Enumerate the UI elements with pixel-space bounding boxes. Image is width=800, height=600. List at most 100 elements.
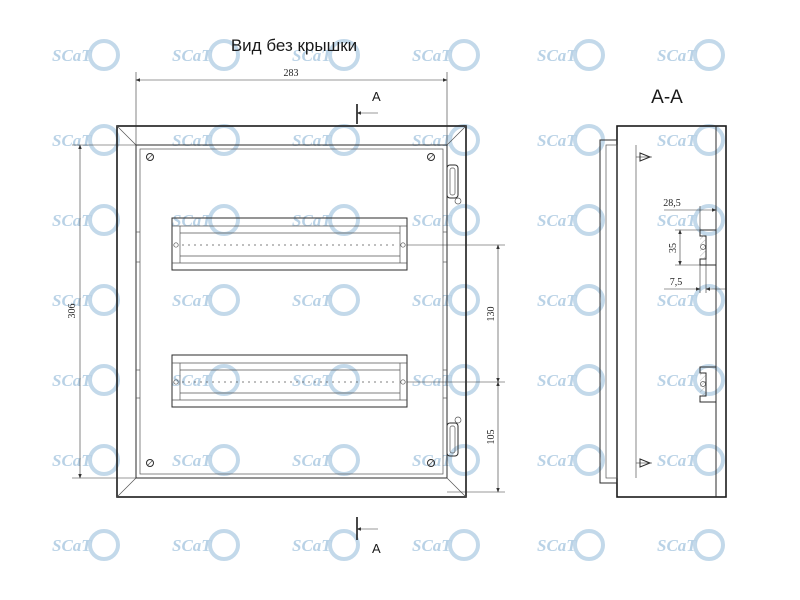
watermark-logo: SCaT	[412, 444, 480, 476]
svg-text:SCaT: SCaT	[172, 451, 212, 470]
watermark-logo: SCaT	[172, 529, 240, 561]
svg-text:SCaT: SCaT	[292, 451, 332, 470]
svg-text:SCaT: SCaT	[52, 291, 92, 310]
watermark-logo: SCaT	[412, 529, 480, 561]
watermark-logo: SCaT	[412, 364, 480, 396]
svg-text:SCaT: SCaT	[537, 46, 577, 65]
svg-text:SCaT: SCaT	[412, 211, 452, 230]
svg-text:SCaT: SCaT	[52, 131, 92, 150]
watermark-logo: SCaT	[657, 39, 725, 71]
watermark-logo: SCaT	[52, 284, 120, 316]
watermark-logo: SCaT	[537, 124, 605, 156]
watermark-logo: SCaT	[657, 364, 725, 396]
svg-text:SCaT: SCaT	[412, 451, 452, 470]
dimension-height: 306	[67, 144, 136, 479]
watermark-logo: SCaT	[537, 444, 605, 476]
svg-text:SCaT: SCaT	[52, 46, 92, 65]
dimension-width: 283	[135, 68, 448, 145]
dim-width-label: 283	[284, 68, 299, 79]
svg-text:SCaT: SCaT	[292, 291, 332, 310]
watermark-logo: SCaT	[52, 444, 120, 476]
watermark-logo: SCaT	[292, 364, 360, 396]
screw-bottom-left	[146, 459, 154, 467]
section-rail-top	[699, 229, 717, 266]
watermark-logo: SCaT	[412, 204, 480, 236]
screw-top-right	[427, 153, 435, 161]
watermark-logo: SCaT	[52, 364, 120, 396]
watermark-logo: SCaT	[657, 284, 725, 316]
watermark-logo: SCaT	[52, 204, 120, 236]
svg-text:SCaT: SCaT	[292, 131, 332, 150]
section-screw-bottom	[636, 458, 652, 468]
dimension-rail-depth: 28,5	[663, 198, 717, 230]
cut-label-bottom: А	[372, 541, 381, 556]
svg-text:SCaT: SCaT	[52, 536, 92, 555]
svg-text:SCaT: SCaT	[657, 451, 697, 470]
svg-text:SCaT: SCaT	[537, 371, 577, 390]
watermark-logo: SCaT	[537, 284, 605, 316]
watermark-logo: SCaT	[292, 39, 360, 71]
section-frame-lip	[599, 139, 618, 484]
watermark-logo: SCaT	[172, 444, 240, 476]
section-rail-bottom	[699, 366, 717, 403]
watermark-logo: SCaT	[657, 124, 725, 156]
svg-text:SCaT: SCaT	[292, 211, 332, 230]
watermark-logo: SCaT	[537, 529, 605, 561]
view-title: Вид без крышки	[231, 36, 357, 55]
svg-text:SCaT: SCaT	[657, 536, 697, 555]
watermark-logo: SCaT	[52, 124, 120, 156]
watermark-logo: SCaT	[412, 39, 480, 71]
watermark-logo: SCaT	[172, 284, 240, 316]
watermark-logo: SCaT	[292, 444, 360, 476]
watermark-logo: SCaT	[172, 124, 240, 156]
svg-text:SCaT: SCaT	[52, 371, 92, 390]
hinge-top	[446, 164, 462, 205]
bevel-top-right	[446, 125, 467, 146]
watermark-logo: SCaT	[52, 529, 120, 561]
watermark-logo: SCaT	[537, 364, 605, 396]
svg-text:SCaT: SCaT	[537, 211, 577, 230]
dimension-rail-height: 35	[668, 229, 700, 266]
svg-text:SCaT: SCaT	[412, 46, 452, 65]
svg-text:SCaT: SCaT	[172, 371, 212, 390]
outer-frame	[116, 125, 467, 498]
svg-text:SCaT: SCaT	[412, 536, 452, 555]
svg-text:SCaT: SCaT	[537, 451, 577, 470]
svg-text:SCaT: SCaT	[172, 131, 212, 150]
svg-text:SCaT: SCaT	[172, 46, 212, 65]
watermark-logo: SCaT	[292, 124, 360, 156]
section-frame-inner	[605, 144, 618, 479]
svg-text:SCaT: SCaT	[657, 371, 697, 390]
dim-rail-offset-label: 7,5	[670, 277, 683, 288]
svg-text:SCaT: SCaT	[292, 46, 332, 65]
watermark-logo: SCaT	[412, 124, 480, 156]
svg-text:SCaT: SCaT	[172, 211, 212, 230]
watermark-logo: SCaT	[657, 529, 725, 561]
svg-text:SCaT: SCaT	[657, 46, 697, 65]
svg-text:SCaT: SCaT	[412, 131, 452, 150]
watermark-logo: SCaT	[657, 444, 725, 476]
svg-text:SCaT: SCaT	[292, 536, 332, 555]
dim-bottom-offset-label: 105	[486, 430, 497, 445]
section-body	[616, 125, 727, 498]
svg-text:SCaT: SCaT	[537, 291, 577, 310]
section-title: А-А	[651, 87, 683, 108]
watermark-logo: SCaT	[657, 204, 725, 236]
dim-rail-depth-label: 28,5	[663, 198, 681, 209]
dimension-bottom-offset: 105	[447, 381, 505, 493]
cut-marker-top: А	[356, 89, 381, 124]
front-view: 283 306 130 105 А	[67, 68, 505, 556]
watermark-logo: SCaT	[412, 284, 480, 316]
watermark-logo: SCaT	[172, 204, 240, 236]
cut-marker-bottom: А	[356, 517, 381, 556]
section-screw-top	[636, 152, 652, 162]
watermark-logo: SCaT	[52, 39, 120, 71]
dim-height-label: 306	[67, 304, 78, 319]
watermark-logo: SCaT	[172, 39, 240, 71]
svg-text:SCaT: SCaT	[52, 451, 92, 470]
bevel-bottom-left	[116, 477, 137, 498]
bevel-top-left	[116, 125, 137, 146]
din-rail-bottom	[171, 354, 408, 408]
svg-text:SCaT: SCaT	[172, 291, 212, 310]
